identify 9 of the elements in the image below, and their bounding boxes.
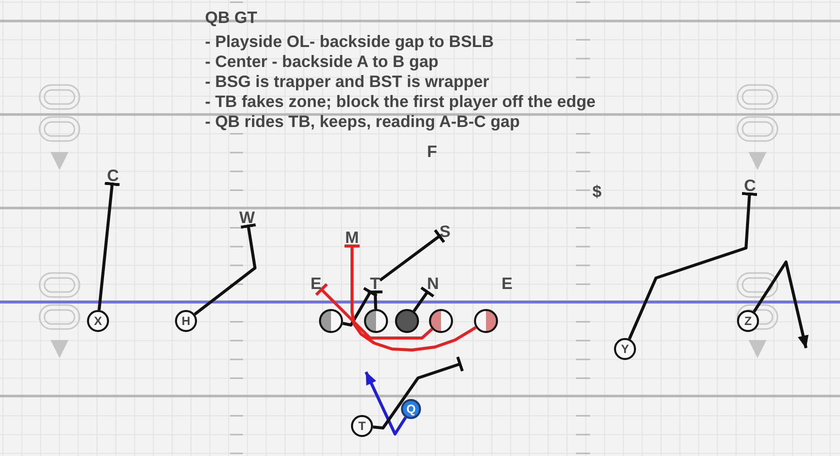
assignment-note: - Playside OL- backside gap to BSLB <box>205 32 494 52</box>
assignment-note: - TB fakes zone; block the first player off the edge <box>205 92 596 112</box>
assignment-note: - Center - backside A to B gap <box>205 52 438 72</box>
play-title: QB GT <box>205 8 258 28</box>
assignment-note: - BSG is trapper and BST is wrapper <box>205 72 490 92</box>
defender-letter: F <box>426 144 438 160</box>
defender-letter: $ <box>592 184 602 200</box>
defender-letter: E <box>502 276 512 292</box>
assignment-note: - QB rides TB, keeps, reading A-B-C gap <box>205 112 520 132</box>
